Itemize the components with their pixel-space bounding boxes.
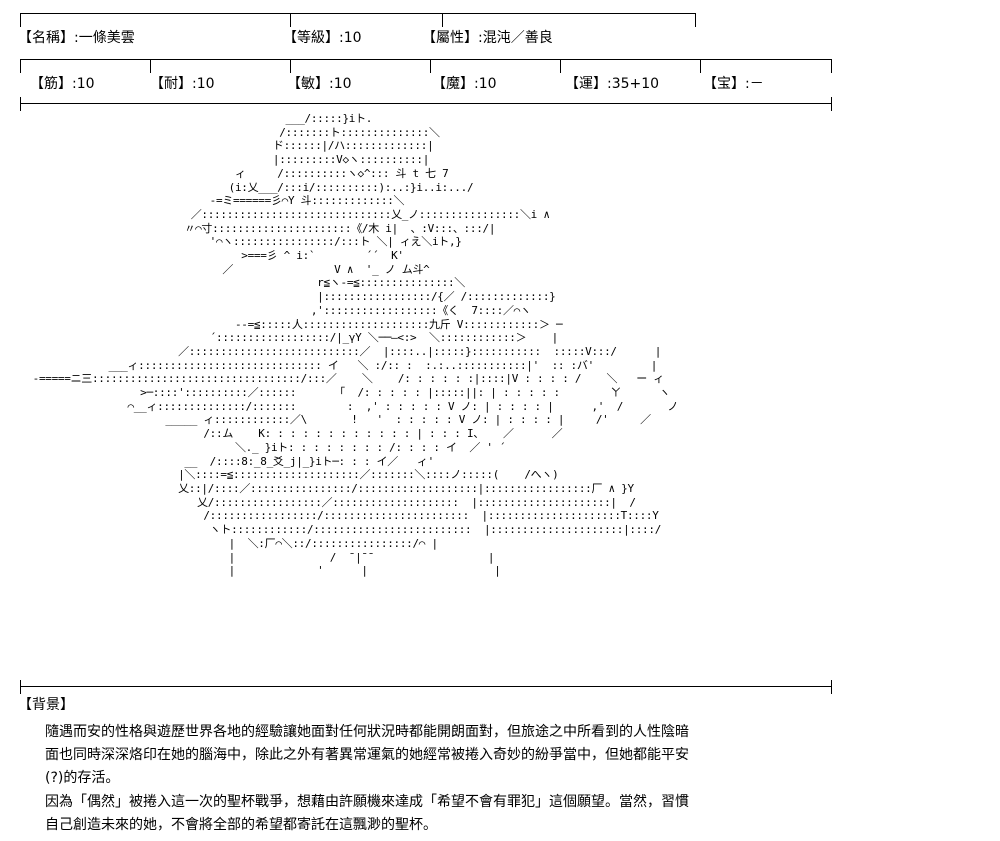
table-tick [290, 13, 291, 27]
stat-end: 【耐】:10 [150, 76, 215, 92]
stat-mag-key: 魔 [446, 76, 460, 92]
stat-str-key: 筋 [44, 76, 58, 92]
background-line-3: (?)的存活。 [45, 770, 120, 786]
field-level-key: 等級 [297, 30, 325, 46]
stat-mag-value: 10 [478, 76, 497, 92]
stat-end-value: 10 [196, 76, 215, 92]
table-tick [150, 59, 151, 73]
stat-str-value: 10 [76, 76, 95, 92]
background-line-1: 隨遇而安的性格與遊歷世界各地的經驗讓她面對任何狀況時都能開朗面對，但旅途之中所看… [45, 724, 689, 740]
background-heading-text: 背景 [32, 697, 60, 713]
table-tick [700, 59, 701, 73]
table-tick [290, 59, 291, 73]
background-heading: 【背景】 [18, 697, 74, 713]
field-alignment: 【屬性】:混沌／善良 [422, 30, 553, 46]
field-name-value: 一條美雲 [78, 30, 135, 46]
field-name: 【名稱】:一條美雲 [18, 30, 135, 46]
table-tick [430, 59, 431, 73]
stat-luck: 【運】:35+10 [565, 76, 660, 92]
table-tick [831, 59, 832, 73]
stat-agi-key: 敏 [301, 76, 315, 92]
stat-mag: 【魔】:10 [432, 76, 497, 92]
stat-str: 【筋】:10 [30, 76, 95, 92]
background-line-5: 自己創造未來的她，不會將全部的希望都寄託在這飄渺的聖杯。 [45, 817, 437, 833]
table-tick [442, 13, 443, 27]
field-level-value: 10 [343, 30, 362, 46]
table-tick [560, 59, 561, 73]
field-level: 【等級】:10 [283, 30, 362, 46]
table-tick [20, 13, 21, 27]
table-middle-border [20, 59, 832, 60]
table-tick [20, 680, 21, 694]
stat-end-key: 耐 [164, 76, 178, 92]
stat-agi-value: 10 [333, 76, 352, 92]
section-divider [20, 686, 832, 687]
field-name-key: 名稱 [32, 30, 60, 46]
stat-np-value: － [749, 76, 764, 92]
stat-luck-value: 35+10 [611, 76, 660, 92]
ascii-art-character: ___/:::::}iト. /:::::::ト::::::::::::::＼ ド… [32, 112, 679, 578]
stat-agi: 【敏】:10 [287, 76, 352, 92]
table-tick [831, 680, 832, 694]
field-alignment-key: 屬性 [436, 30, 464, 46]
table-tick [20, 97, 21, 111]
stat-np-key: 宝 [717, 76, 731, 92]
table-tick [831, 97, 832, 111]
stat-luck-key: 運 [579, 76, 593, 92]
background-line-2: 面也同時深深烙印在她的腦海中，除此之外有著異常運氣的她經常被捲入奇妙的紛爭當中，… [45, 747, 689, 763]
table-tick [695, 13, 696, 27]
table-bottom-border [20, 103, 832, 104]
background-line-4: 因為「偶然」被捲入這一次的聖杯戰爭，想藉由許願機來達成「希望不會有罪犯」這個願望… [45, 794, 689, 810]
stat-np: 【宝】:－ [703, 76, 764, 92]
table-tick [20, 59, 21, 73]
table-top-border [20, 13, 696, 14]
field-alignment-value: 混沌／善良 [482, 30, 553, 46]
